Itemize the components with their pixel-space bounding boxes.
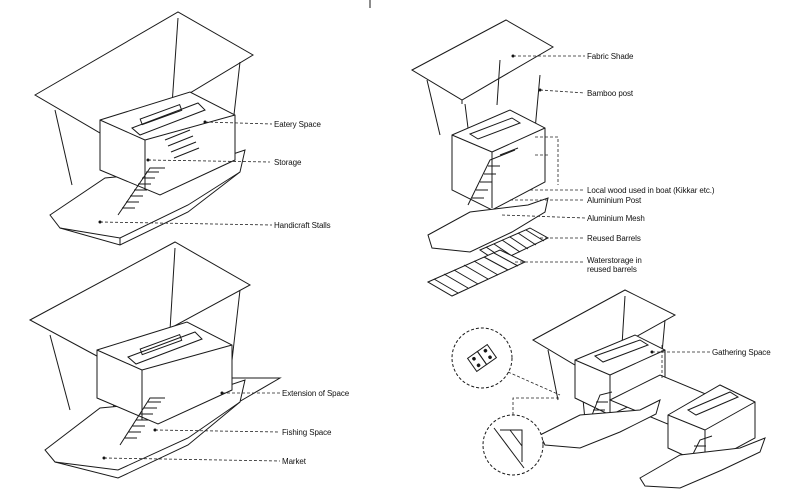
gathering-assembly-drawing [451,289,766,489]
label-eatery-space: Eatery Space [274,120,321,129]
label-reused-barrels: Reused Barrels [587,234,641,243]
waterstorage-barrels [426,249,527,297]
label-aluminium-post: Aluminium Post [587,196,642,205]
second-box [667,384,756,466]
label-handicraft-stalls: Handicraft Stalls [274,221,331,230]
label-fabric-shade: Fabric Shade [587,52,634,61]
exploded-components-drawing [410,19,586,297]
label-waterstorage-line2: reused barrels [587,265,637,274]
roof-canopy-2 [28,241,252,363]
label-fishing-space: Fishing Space [282,428,332,437]
label-local-wood: Local wood used in boat (Kikkar etc.) [587,186,715,195]
fabric-shade [410,19,554,101]
roof-canopy-3 [531,289,677,369]
label-gathering-space: Gathering Space [712,348,771,357]
boat-market-drawing [28,241,282,479]
label-aluminium-mesh: Aluminium Mesh [587,214,645,223]
market-box [96,321,233,425]
boat-hull-4 [539,399,661,449]
label-market: Market [282,457,306,466]
label-extension-of-space: Extension of Space [282,389,350,398]
roof-canopy [34,11,254,141]
boat-hull-5 [639,437,766,489]
label-bamboo-post: Bamboo post [587,89,634,98]
boat-hull-3 [427,197,549,253]
joint-detail-circle [482,414,544,476]
eatery-box [99,91,236,196]
label-storage: Storage [274,158,302,167]
boat-eatery-drawing [34,11,273,246]
label-waterstorage-line1: Waterstorage in [587,256,642,265]
